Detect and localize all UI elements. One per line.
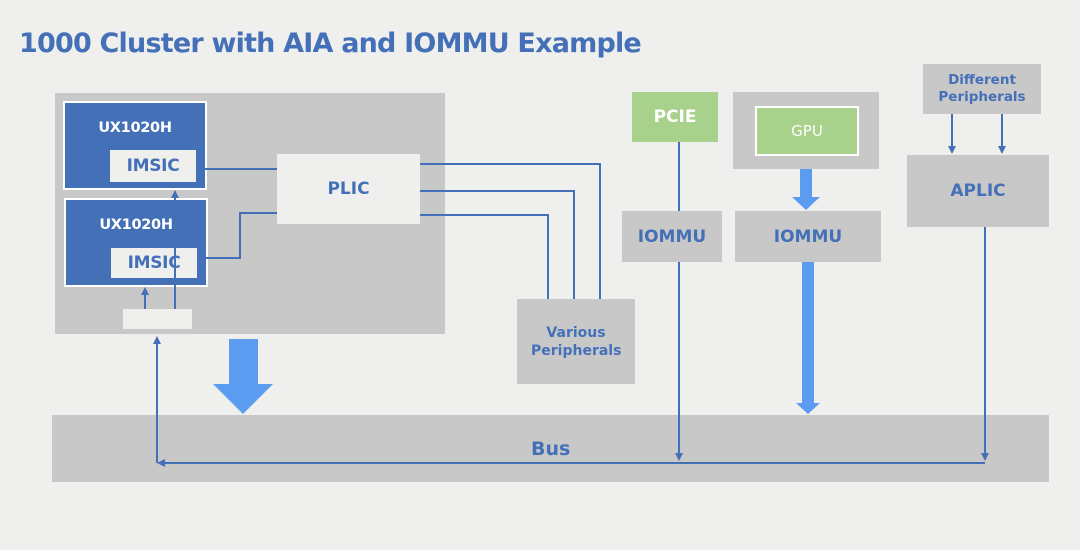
bus-block: [52, 415, 1049, 482]
plic-block: PLIC: [277, 154, 420, 224]
diagram-title: 1000 Cluster with AIA and IOMMU Example: [19, 28, 642, 59]
msi-interface-box: [123, 309, 192, 329]
core-label: UX1020H: [99, 217, 173, 233]
imsic-2: IMSIC: [111, 248, 197, 278]
pcie-block: PCIE: [632, 92, 718, 142]
different-peripherals-block: Different Peripherals: [923, 64, 1041, 114]
wire-plic-periph-1: [420, 163, 601, 299]
bus-label: Bus: [531, 438, 571, 460]
cluster-bus-arrow: [213, 339, 273, 414]
core-label: UX1020H: [98, 120, 172, 136]
gpu-block: GPU: [755, 106, 859, 156]
iommu-pcie-block: IOMMU: [622, 211, 722, 262]
aplic-block: APLIC: [907, 155, 1049, 227]
various-peripherals-label: Various Peripherals: [531, 324, 622, 359]
various-peripherals-block: Various Peripherals: [517, 299, 635, 384]
imsic-1: IMSIC: [110, 150, 196, 182]
iommu-gpu-block: IOMMU: [735, 211, 881, 262]
different-peripherals-label: Different Peripherals: [938, 72, 1026, 105]
iommu-bus-arrow: [796, 262, 820, 414]
gpu-iommu-arrow: [792, 169, 820, 210]
